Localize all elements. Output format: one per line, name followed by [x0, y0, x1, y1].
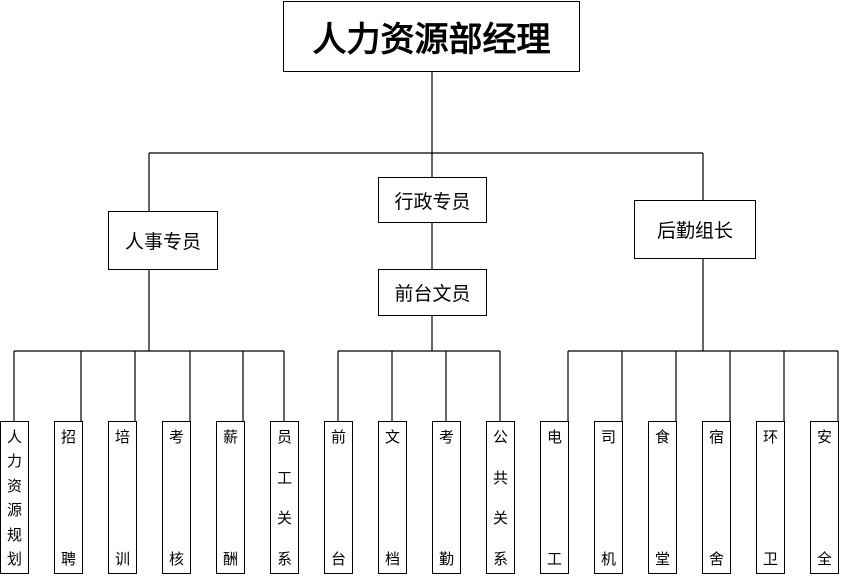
leaf-node: 公共关系	[486, 421, 515, 574]
leaf-node: 食堂	[648, 421, 677, 574]
leaf-label: 公共关系	[492, 428, 508, 568]
node-admin-specialist: 行政专员	[378, 177, 487, 223]
leaf-label: 安全	[816, 428, 832, 568]
leaf-node: 培训	[108, 421, 137, 574]
leaf-label: 食堂	[654, 428, 670, 568]
node-front-desk-clerk: 前台文员	[378, 269, 487, 316]
leaf-node: 人力资源规划	[0, 421, 29, 574]
leaf-node: 考勤	[432, 421, 461, 574]
leaf-label: 电工	[546, 428, 562, 568]
leaf-label: 人力资源规划	[6, 428, 22, 568]
leaf-node: 薪酬	[216, 421, 245, 574]
leaf-label: 环卫	[762, 428, 778, 568]
leaf-node: 司机	[594, 421, 623, 574]
leaf-node: 电工	[540, 421, 569, 574]
leaf-node: 宿舍	[702, 421, 731, 574]
root-node-hr-manager: 人力资源部经理	[283, 1, 580, 72]
leaf-label: 招聘	[60, 428, 76, 568]
leaf-label: 前台	[330, 428, 346, 568]
leaf-node: 前台	[324, 421, 353, 574]
leaf-node: 环卫	[756, 421, 785, 574]
leaf-node: 员工关系	[270, 421, 299, 574]
leaf-label: 薪酬	[222, 428, 238, 568]
leaf-label: 司机	[600, 428, 616, 568]
node-hr-specialist: 人事专员	[108, 211, 218, 270]
leaf-node: 安全	[810, 421, 839, 574]
leaf-label: 宿舍	[708, 428, 724, 568]
leaf-node: 考核	[162, 421, 191, 574]
leaf-node: 文档	[378, 421, 407, 574]
leaf-label: 考勤	[438, 428, 454, 568]
leaf-label: 文档	[384, 428, 400, 568]
leaf-label: 员工关系	[276, 428, 292, 568]
leaf-label: 培训	[114, 428, 130, 568]
leaf-label: 考核	[168, 428, 184, 568]
node-logistics-leader: 后勤组长	[634, 200, 756, 259]
leaf-node: 招聘	[54, 421, 83, 574]
